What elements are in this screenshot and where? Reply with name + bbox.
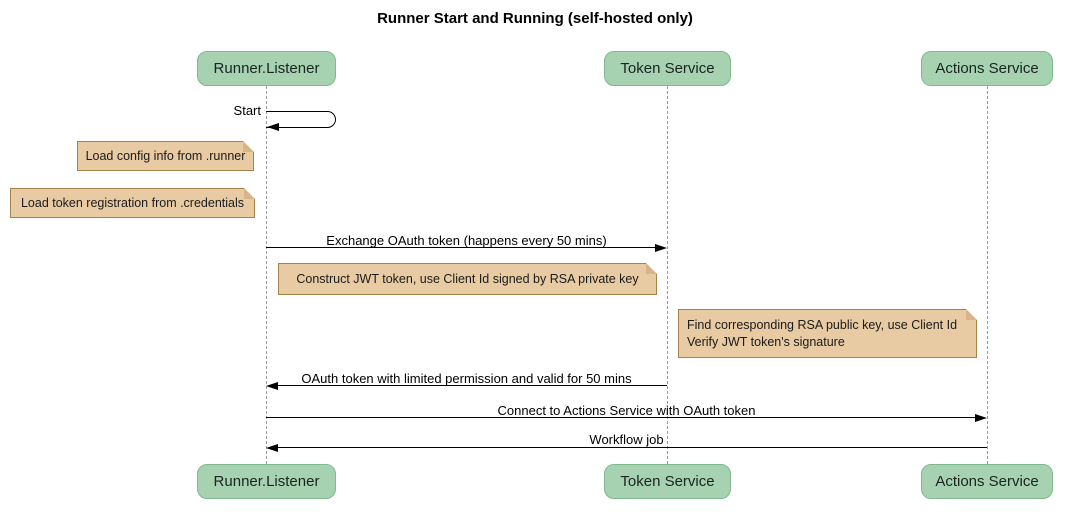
message-connect-actions-label: Connect to Actions Service with OAuth to… <box>497 403 756 418</box>
note-load-token-registration: Load token registration from .credential… <box>10 188 255 218</box>
lifeline-token-service <box>667 86 668 464</box>
diagram-title: Runner Start and Running (self-hosted on… <box>377 10 693 27</box>
participant-bottom-runner-listener: Runner.Listener <box>197 464 336 499</box>
message-start-label: Start <box>233 103 261 118</box>
participant-label: Runner.Listener <box>213 473 320 490</box>
message-exchange-oauth-label: Exchange OAuth token (happens every 50 m… <box>326 233 607 248</box>
arrowhead <box>975 414 987 422</box>
message-workflow-job-label: Workflow job <box>589 432 664 447</box>
participant-label: Runner.Listener <box>213 60 320 77</box>
message-exchange-oauth-line <box>266 247 656 248</box>
message-oauth-token-line <box>277 385 667 386</box>
participant-label: Token Service <box>620 473 715 490</box>
self-message-arrow <box>266 111 336 128</box>
participant-label: Token Service <box>620 60 715 77</box>
message-connect-actions-line <box>266 417 976 418</box>
lifeline-actions-service <box>987 86 988 464</box>
participant-bottom-actions-service: Actions Service <box>921 464 1053 499</box>
arrowhead <box>655 244 667 252</box>
arrowhead <box>266 444 278 452</box>
note-load-config: Load config info from .runner <box>77 141 254 171</box>
message-oauth-token-label: OAuth token with limited permission and … <box>301 371 632 386</box>
note-verify-jwt: Find corresponding RSA public key, use C… <box>678 309 977 358</box>
lifeline-runner-listener <box>266 86 267 464</box>
participant-label: Actions Service <box>935 473 1039 490</box>
participant-bottom-token-service: Token Service <box>604 464 731 499</box>
participant-top-token-service: Token Service <box>604 51 731 86</box>
note-construct-jwt: Construct JWT token, use Client Id signe… <box>278 263 657 295</box>
participant-top-actions-service: Actions Service <box>921 51 1053 86</box>
message-workflow-job-line <box>277 447 987 448</box>
participant-label: Actions Service <box>935 60 1039 77</box>
arrowhead <box>266 382 278 390</box>
participant-top-runner-listener: Runner.Listener <box>197 51 336 86</box>
arrowhead <box>267 123 279 131</box>
